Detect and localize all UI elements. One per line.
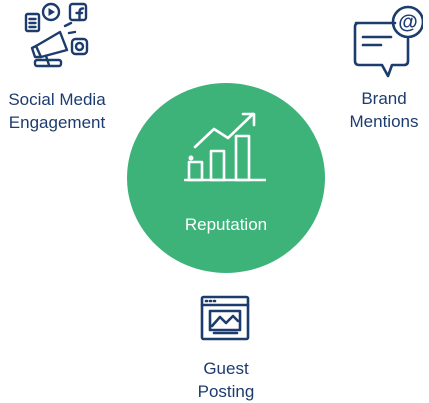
guest-posting-label: Guest Posting [178,357,274,403]
reputation-circle: Reputation [127,83,325,273]
reputation-label: Reputation [184,215,268,234]
web-page-chart-icon [200,295,252,343]
social-media-label: Social Media Engagement [0,88,114,134]
brand-mentions-label: Brand Mentions [338,87,429,133]
brand-mentions-label-line2: Mentions [349,112,419,131]
social-media-megaphone-icon [22,2,94,70]
guest-posting-label-line1: Guest [203,359,249,378]
svg-text:@: @ [398,12,418,34]
social-media-label-line1: Social Media [8,90,106,109]
guest-posting-label-line2: Posting [197,382,255,401]
brand-mentions-label-line1: Brand [361,89,407,108]
growth-chart-icon [183,109,268,183]
chat-mention-icon: @ [351,3,425,79]
social-media-label-line2: Engagement [8,113,106,132]
